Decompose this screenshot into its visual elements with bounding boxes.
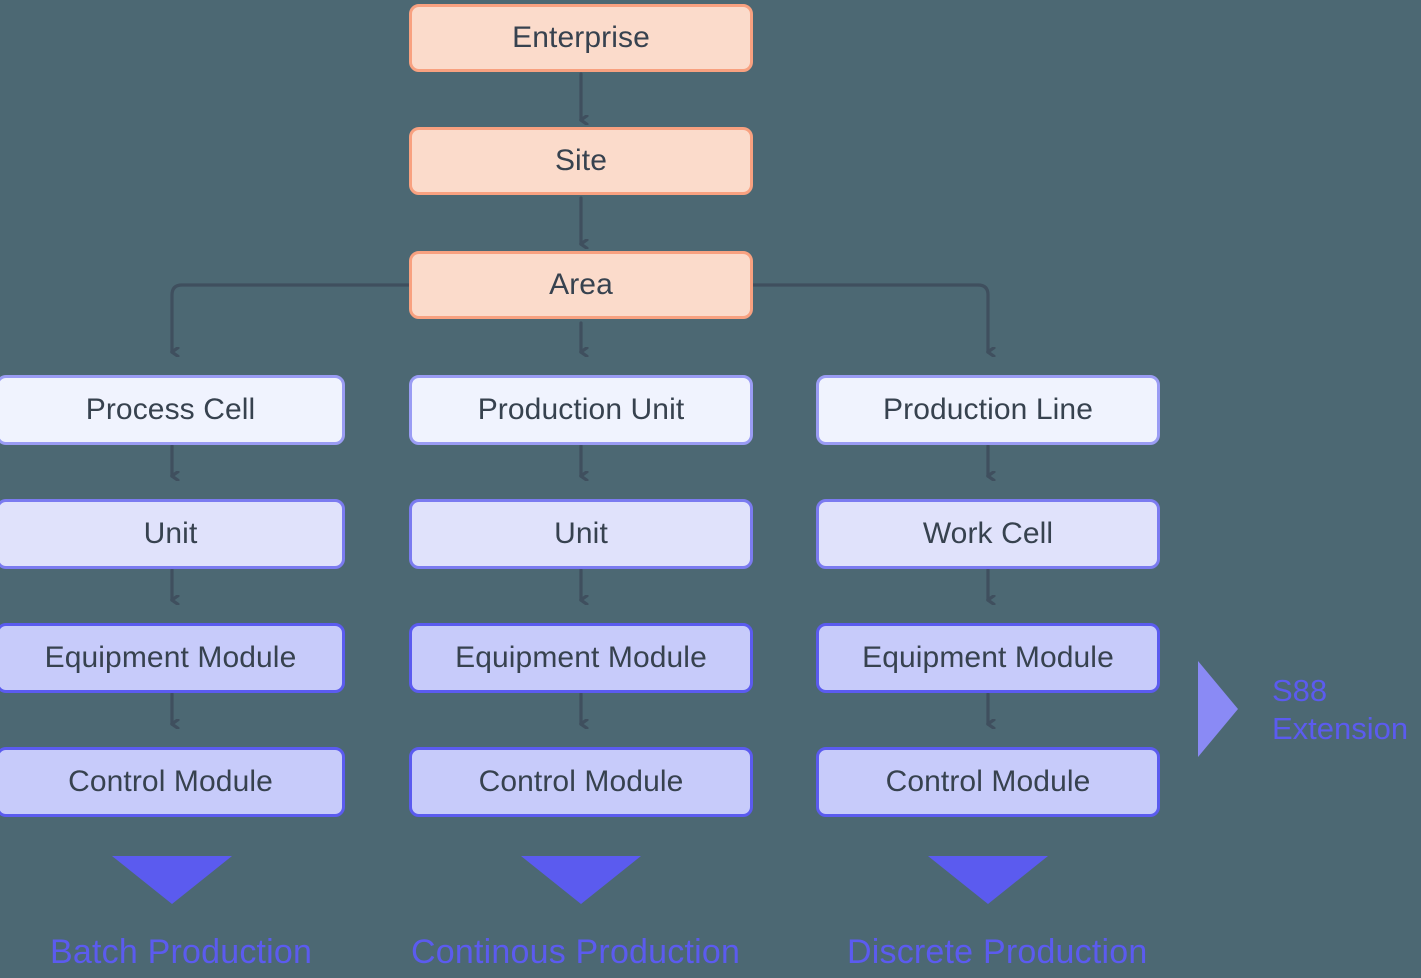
node-label: Area [549,268,613,301]
node-work-cell[interactable]: Work Cell [816,499,1160,569]
node-control-module-continuous[interactable]: Control Module [409,747,753,817]
node-label: Equipment Module [44,641,297,674]
node-label: Enterprise [512,21,650,54]
node-label: Equipment Module [455,641,707,674]
node-unit-batch[interactable]: Unit [0,499,345,569]
node-equipment-module-batch[interactable]: Equipment Module [0,623,345,693]
node-control-module-discrete[interactable]: Control Module [816,747,1160,817]
node-area[interactable]: Area [409,251,753,319]
funnel-continuous [521,856,641,904]
node-label: Process Cell [85,393,256,426]
node-production-unit[interactable]: Production Unit [409,375,753,445]
s88-extension-line1: S88 [1272,673,1328,708]
node-site[interactable]: Site [409,127,753,195]
caption-batch-production: Batch Production [50,933,313,971]
node-label: Production Unit [477,393,685,426]
node-production-line[interactable]: Production Line [816,375,1160,445]
node-label: Equipment Module [862,641,1114,674]
node-label: Production Line [883,393,1093,426]
caption-continuous-production: Continous Production [411,933,741,971]
node-label: Unit [143,517,198,550]
node-enterprise[interactable]: Enterprise [409,4,753,72]
funnel-batch [112,856,232,904]
funnel-discrete [928,856,1048,904]
node-equipment-module-continuous[interactable]: Equipment Module [409,623,753,693]
caption-discrete-production: Discrete Production [847,933,1148,971]
node-unit-continuous[interactable]: Unit [409,499,753,569]
node-label: Work Cell [922,517,1054,550]
node-label: Control Module [68,765,273,798]
node-label: Unit [554,517,608,550]
node-equipment-module-discrete[interactable]: Equipment Module [816,623,1160,693]
node-label: Control Module [885,765,1091,798]
node-control-module-batch[interactable]: Control Module [0,747,345,817]
s88-extension-arrow-icon [1198,661,1238,757]
node-label: Control Module [478,765,684,798]
s88-extension-line2: Extension [1272,711,1409,746]
node-label: Site [554,144,608,177]
node-process-cell[interactable]: Process Cell [0,375,345,445]
s88-extension-label: S88 Extension [1272,672,1408,748]
